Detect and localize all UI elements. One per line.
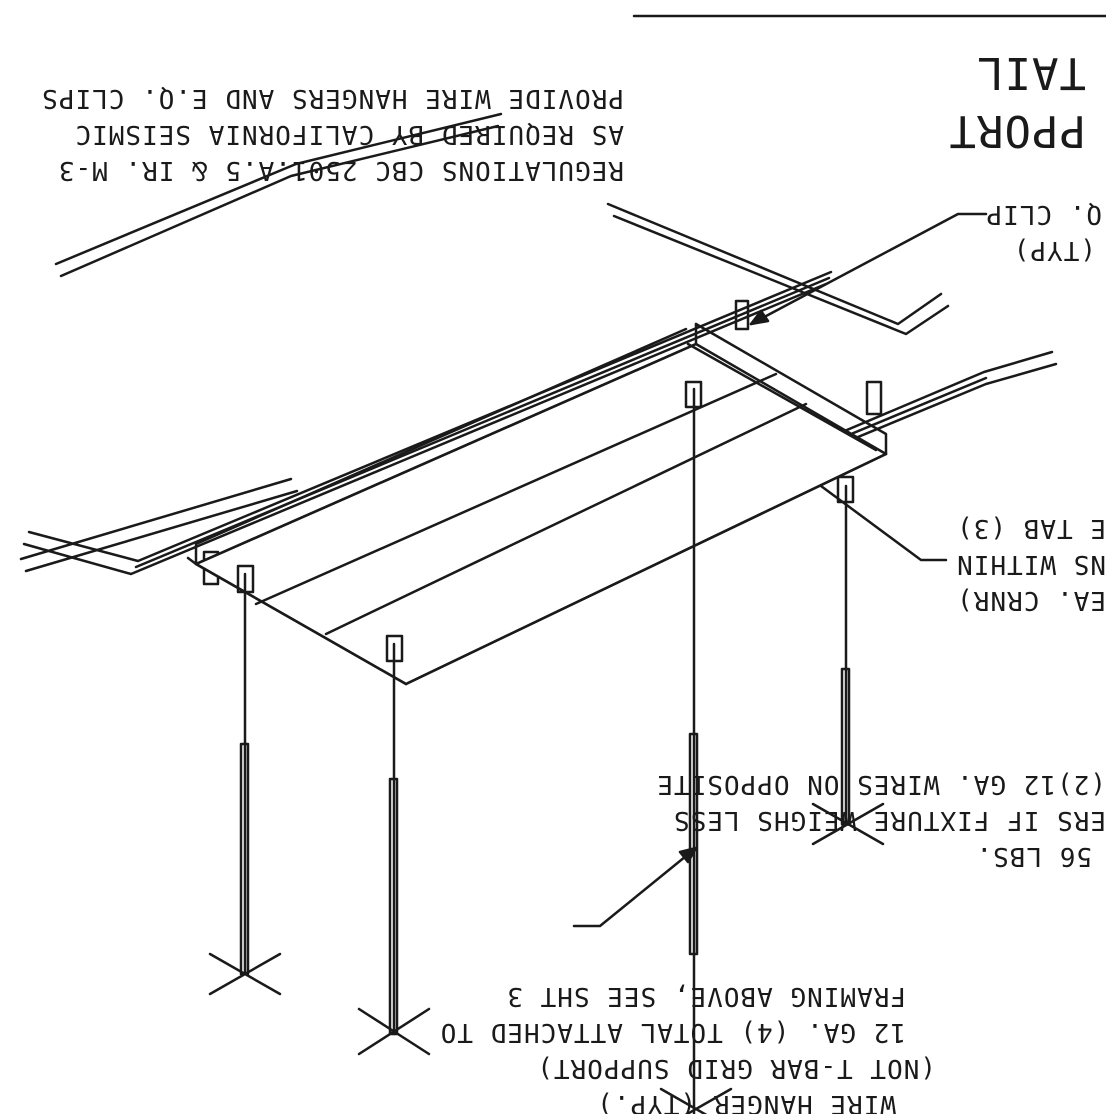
weight-note-line-1: (2)12 GA. WIRES ON OPPOSITE — [656, 769, 1106, 799]
title-line-2: PPORT — [949, 105, 1086, 156]
eq-clip-typ: (TYP) — [1013, 235, 1096, 265]
tab-note-line-3: EA. CRNR) — [956, 585, 1106, 615]
fixture-left-edge — [404, 452, 888, 686]
runner-segment-flange — [59, 124, 500, 278]
cross-tee-lower-flange — [24, 489, 299, 573]
fixture-tab-4 — [236, 564, 255, 594]
main-runner-a-flange — [27, 270, 833, 563]
eq-clip-2 — [865, 380, 883, 416]
hanger-note-line-3: 12 GA. (4) TOTAL ATTACHED TO — [440, 1017, 906, 1047]
wire-hanger-1-splice — [688, 732, 699, 956]
title-block: TAIL PPORT — [632, 14, 1106, 156]
hanger-leader — [572, 850, 693, 928]
fixture-lens — [194, 342, 888, 686]
wire-hanger-3-splice — [388, 777, 399, 1036]
eq-clip-1 — [734, 299, 750, 331]
wire-hangers — [208, 387, 885, 1119]
tab-note-line-2: NS WITHIN — [956, 549, 1106, 579]
title-line-1: TAIL — [976, 47, 1086, 98]
eq-clip-label: Q. CLIP — [985, 199, 1102, 229]
cross-tee-lower — [19, 477, 293, 561]
hanger-note-line-1: WIRE HANGER (TYP.) — [596, 1089, 896, 1114]
runner-segment — [54, 112, 503, 266]
tab-note-line-1: E TAB (3) — [956, 513, 1106, 543]
fixture-long-edge — [194, 322, 698, 566]
cross-tee-upper-flange — [612, 214, 950, 336]
fixture-wave-1 — [324, 402, 808, 636]
general-note-line-3: REGULATIONS CBC 2501.A.5 & IR. M-3 — [58, 155, 624, 185]
fixture-bottom-edge — [186, 556, 408, 686]
fixture-end-face — [194, 327, 688, 566]
general-note-line-1: PROVIDE WIRE HANGERS AND E.Q. CLIPS — [41, 83, 624, 113]
eq-clip-leader — [749, 212, 988, 326]
main-runner-a — [22, 282, 828, 576]
fixture-tab-3 — [385, 634, 404, 663]
light-fixture — [186, 322, 888, 686]
wire-hanger-2-brace-b — [811, 802, 885, 846]
weight-note: (2)12 GA. WIRES ON OPPOSITE ERS IF FIXTU… — [656, 769, 1106, 871]
fixture-top-rim — [694, 322, 888, 456]
wire-hanger-3-brace-b — [357, 1007, 431, 1056]
tab-callout: E TAB (3) NS WITHIN EA. CRNR) — [714, 406, 1106, 615]
fixture-lip-front — [686, 342, 878, 452]
eq-clip-callout: Q. CLIP (TYP) — [749, 199, 1102, 326]
cross-tee-upper — [606, 202, 943, 326]
hanger-callout: WIRE HANGER (TYP.) (NOT T-BAR GRID SUPPO… — [440, 846, 936, 1119]
fixture-wave-2 — [254, 372, 778, 606]
wire-hanger-4-brace-b — [208, 952, 282, 996]
general-note-line-2: AS REQUIRED BY CALIFORNIA SEISMIC — [74, 119, 624, 149]
weight-note-line-2: ERS IF FIXTURE WEIGHS LESS — [673, 805, 1106, 835]
fixture-tab-2 — [836, 475, 855, 504]
hanger-note-line-2: (NOT T-BAR GRID SUPPORT) — [536, 1053, 936, 1083]
fixture-tab-1 — [684, 380, 703, 409]
wire-hanger-1-brace-b — [659, 1087, 717, 1119]
eq-clip-arrowhead — [749, 309, 770, 326]
general-note: PROVIDE WIRE HANGERS AND E.Q. CLIPS AS R… — [41, 83, 624, 185]
hanger-arrowhead — [678, 846, 698, 864]
weight-note-line-3: 56 LBS. — [975, 841, 1092, 871]
hanger-note-line-4: FRAMING ABOVE, SEE SHT 3 — [506, 981, 906, 1011]
